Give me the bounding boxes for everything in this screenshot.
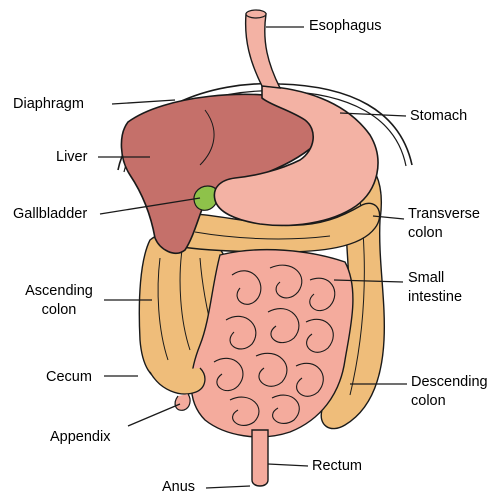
label-gallbladder: Gallbladder xyxy=(13,206,88,222)
label-rectum: Rectum xyxy=(312,458,362,474)
label-appendix: Appendix xyxy=(50,429,111,445)
esophagus-shape xyxy=(244,13,282,89)
label-small-intestine-line2: intestine xyxy=(408,289,463,305)
label-anus: Anus xyxy=(162,479,196,495)
label-stomach: Stomach xyxy=(410,108,468,124)
label-transverse-colon-line1: Transverse xyxy=(408,206,480,222)
cecum-shape xyxy=(149,367,206,395)
label-diaphragm: Diaphragm xyxy=(13,96,84,112)
label-transverse-colon: Transverse colon xyxy=(408,205,480,243)
label-transverse-colon-line2: colon xyxy=(408,225,443,241)
label-ascending-colon: Ascending colon xyxy=(18,282,100,320)
small-intestine-loops xyxy=(213,264,336,427)
label-liver: Liver xyxy=(56,149,88,165)
leader-lines xyxy=(98,26,407,489)
label-small-intestine-line1: Small xyxy=(408,270,445,286)
gallbladder-shape xyxy=(193,185,219,211)
label-ascending-colon-line2: colon xyxy=(41,302,77,318)
label-descending-colon-line2: colon xyxy=(411,393,446,409)
rectum-shape xyxy=(251,429,269,487)
label-descending-colon: Descending colon xyxy=(411,373,488,411)
label-ascending-colon-line1: Ascending xyxy=(25,283,93,299)
label-descending-colon-line1: Descending xyxy=(411,374,488,390)
label-esophagus: Esophagus xyxy=(309,18,382,34)
label-cecum: Cecum xyxy=(46,369,92,385)
appendix-shape xyxy=(174,393,191,411)
label-small-intestine: Small intestine xyxy=(408,269,462,307)
stomach-shape xyxy=(213,85,379,227)
